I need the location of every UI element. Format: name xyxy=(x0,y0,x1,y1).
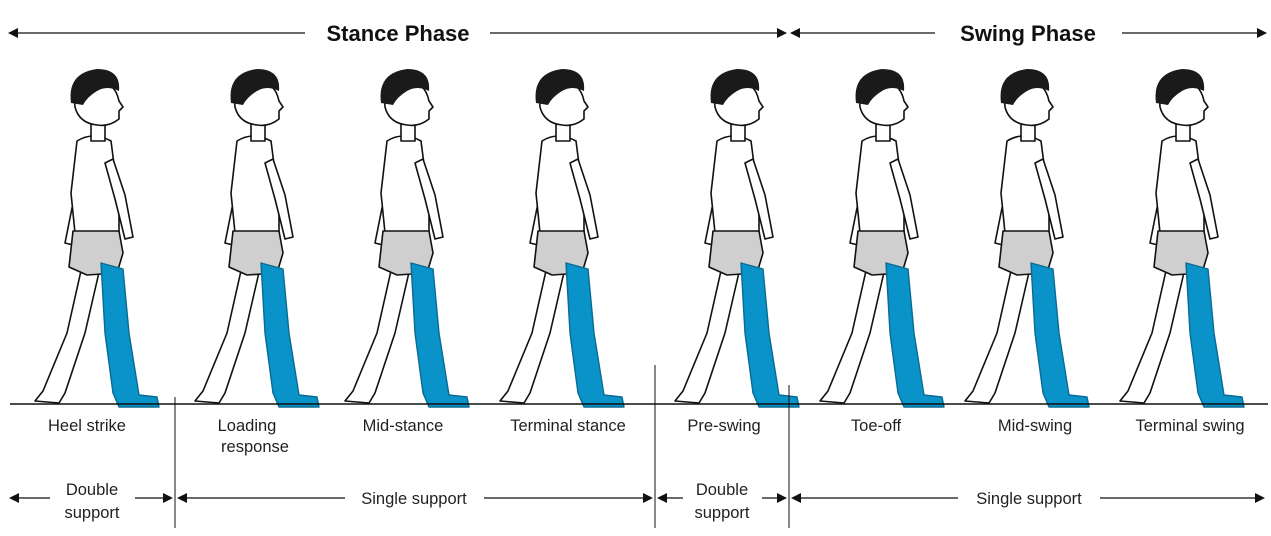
figure-heel-strike xyxy=(35,69,159,407)
event-label: Terminal stance xyxy=(510,417,626,435)
event-label: Mid-swing xyxy=(998,417,1072,435)
support-labels: Double support Single support Double sup… xyxy=(64,481,1082,522)
event-label: Mid-stance xyxy=(363,417,444,435)
figure-loading-response xyxy=(195,69,319,407)
event-label: Pre-swing xyxy=(687,417,760,435)
event-label: Terminal swing xyxy=(1135,417,1244,435)
figure-terminal-stance xyxy=(500,69,624,407)
event-label: Loading xyxy=(218,417,277,435)
support-label: support xyxy=(64,504,119,522)
event-labels: Heel strike Loading response Mid-stance … xyxy=(48,417,1245,456)
figure-mid-swing xyxy=(965,69,1089,407)
support-label: Single support xyxy=(361,490,467,508)
figure-pre-swing xyxy=(675,69,799,407)
figure-toe-off xyxy=(820,69,944,407)
support-label: Double xyxy=(696,481,748,499)
event-label: Toe-off xyxy=(851,417,902,435)
support-label: Double xyxy=(66,481,118,499)
walking-figures xyxy=(35,69,1244,407)
event-label: response xyxy=(221,438,289,456)
swing-phase-label: Swing Phase xyxy=(960,21,1096,46)
support-label: Single support xyxy=(976,490,1082,508)
figure-terminal-swing xyxy=(1120,69,1244,407)
stance-phase-label: Stance Phase xyxy=(326,21,469,46)
event-label: Heel strike xyxy=(48,417,126,435)
figure-mid-stance xyxy=(345,69,469,407)
support-label: support xyxy=(694,504,749,522)
